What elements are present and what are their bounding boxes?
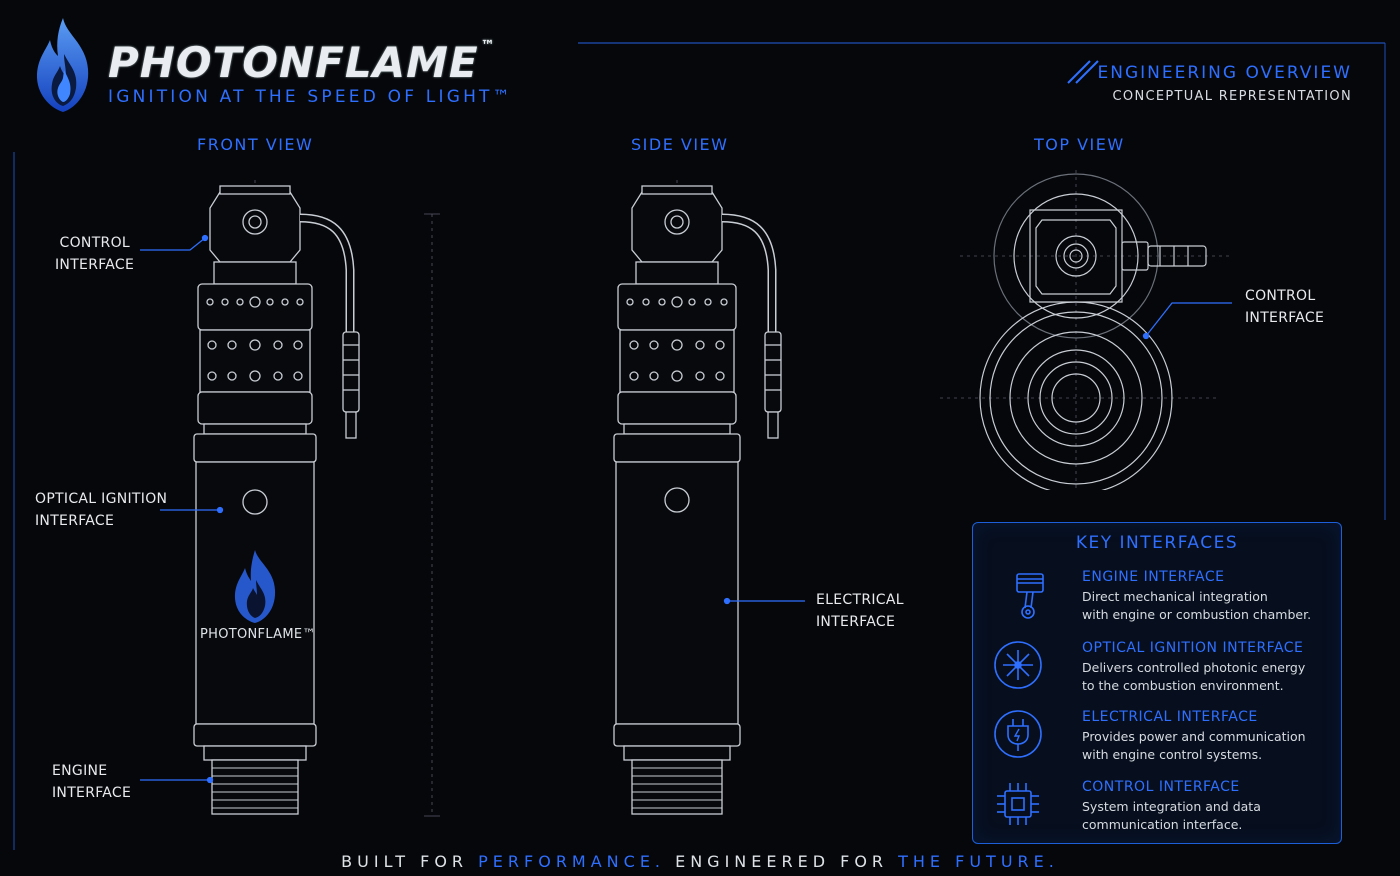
side-view-drawing xyxy=(613,180,782,815)
top-view-label: TOP VIEW xyxy=(1034,135,1125,154)
front-view-label: FRONT VIEW xyxy=(197,135,314,154)
key-interfaces-title: KEY INTERFACES xyxy=(1075,533,1239,553)
piston-icon xyxy=(1016,573,1044,619)
side-view-label: SIDE VIEW xyxy=(631,135,729,154)
device-flame-logo-icon xyxy=(234,550,276,623)
top-view-drawing xyxy=(940,170,1230,490)
brand-tagline: IGNITION AT THE SPEED OF LIGHT™ xyxy=(108,87,513,107)
key-interface-electrical-name: ELECTRICAL INTERFACE xyxy=(1082,709,1258,725)
chip-icon xyxy=(997,783,1039,825)
light-burst-icon xyxy=(994,641,1042,689)
overview-subtitle: CONCEPTUAL REPRESENTATION xyxy=(1112,89,1352,104)
key-interfaces-panel: KEY INTERFACES ENGINE INTERFACE Direct m… xyxy=(972,522,1342,844)
key-interface-optical-name: OPTICAL IGNITION INTERFACE xyxy=(1082,640,1304,656)
device-logo-text: PHOTONFLAME™ xyxy=(200,627,316,642)
key-interface-control-name: CONTROL INTERFACE xyxy=(1082,779,1240,795)
plug-icon xyxy=(994,710,1042,758)
footer-slogan: BUILT FOR PERFORMANCE. ENGINEERED FOR TH… xyxy=(341,852,1059,871)
front-view-drawing xyxy=(193,180,440,817)
flame-logo-icon xyxy=(36,18,89,112)
overview-title: ENGINEERING OVERVIEW xyxy=(1097,63,1352,83)
key-interface-engine-name: ENGINE INTERFACE xyxy=(1082,569,1225,585)
